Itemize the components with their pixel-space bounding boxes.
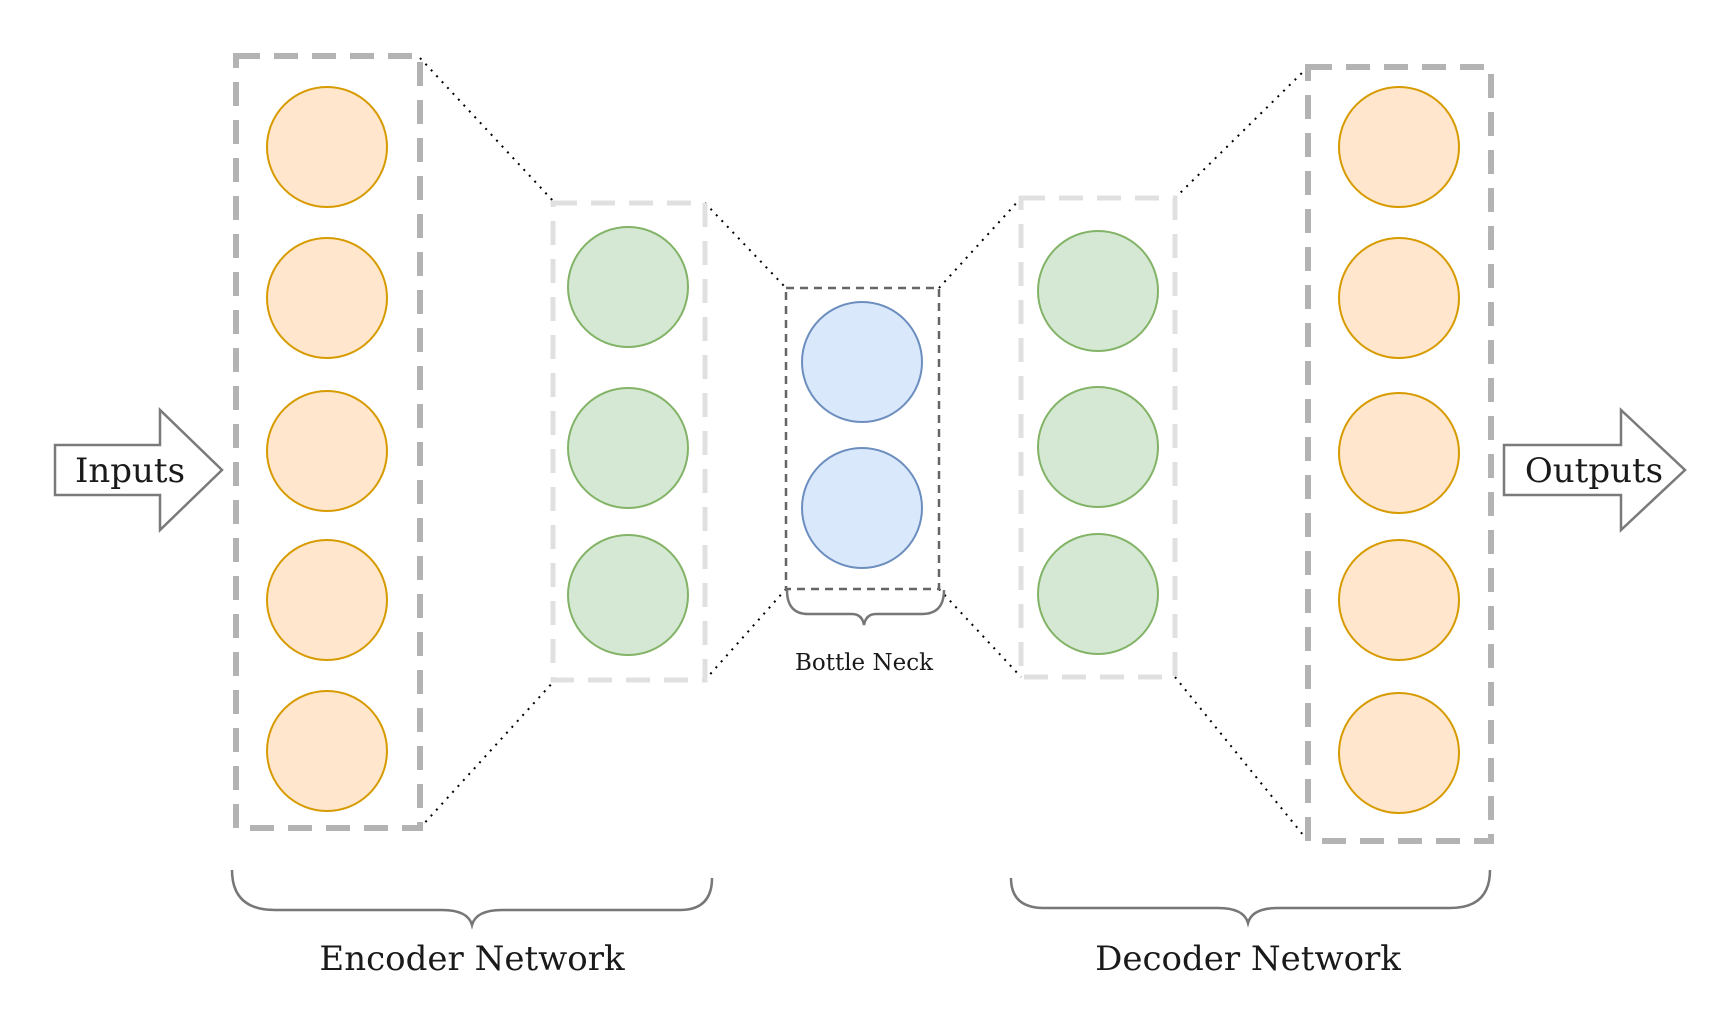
inputs-arrow-shape [53, 407, 224, 533]
outputs-arrow: Outputs [1502, 407, 1687, 533]
connector-decoder-top [938, 197, 1022, 289]
encoder-brace [230, 869, 714, 930]
input-layer-box [233, 53, 423, 831]
input-node [266, 86, 388, 208]
connector-input-bottom [419, 679, 556, 829]
encoder-node [567, 226, 689, 348]
bottleneck-label: Bottle Neck [795, 650, 934, 676]
connector-output-bottom [1174, 676, 1309, 842]
encoder-hidden-layer-box [550, 200, 708, 683]
decoder-node [1037, 386, 1159, 508]
decoder-brace [1009, 869, 1492, 928]
encoder-label: Encoder Network [319, 939, 625, 979]
output-node [1338, 237, 1460, 359]
encoder-hidden-layer-nodes [567, 226, 689, 656]
connector-encoder-bottom [704, 588, 787, 681]
decoder-label: Decoder Network [1095, 939, 1401, 979]
inputs-arrow: Inputs [53, 407, 224, 533]
input-node [266, 539, 388, 661]
connector-input-top [419, 57, 556, 204]
output-node [1338, 692, 1460, 814]
input-node [266, 237, 388, 359]
output-node [1338, 86, 1460, 208]
outputs-label: Outputs [1525, 451, 1663, 491]
input-node [266, 690, 388, 812]
input-node [266, 390, 388, 512]
connector-lines [419, 57, 1309, 842]
bottleneck-node [801, 447, 923, 569]
outputs-arrow-shape [1502, 407, 1687, 533]
connector-output-top [1174, 66, 1309, 199]
input-layer-nodes [266, 86, 388, 812]
output-layer-box [1305, 64, 1494, 844]
inputs-label: Inputs [75, 451, 185, 491]
decoder-node [1037, 533, 1159, 655]
connector-encoder-top [704, 202, 787, 289]
decoder-hidden-layer-nodes [1037, 230, 1159, 655]
bottleneck-brace [785, 589, 946, 626]
encoder-node [567, 387, 689, 509]
encoder-node [567, 534, 689, 656]
decoder-hidden-layer-box [1018, 195, 1178, 680]
connector-decoder-bottom [938, 588, 1022, 678]
output-layer-nodes [1338, 86, 1460, 814]
decoder-node [1037, 230, 1159, 352]
output-node [1338, 539, 1460, 661]
output-node [1338, 392, 1460, 514]
bottleneck-layer-box [784, 286, 941, 591]
bottleneck-layer-nodes [801, 301, 923, 569]
bottleneck-node [801, 301, 923, 423]
